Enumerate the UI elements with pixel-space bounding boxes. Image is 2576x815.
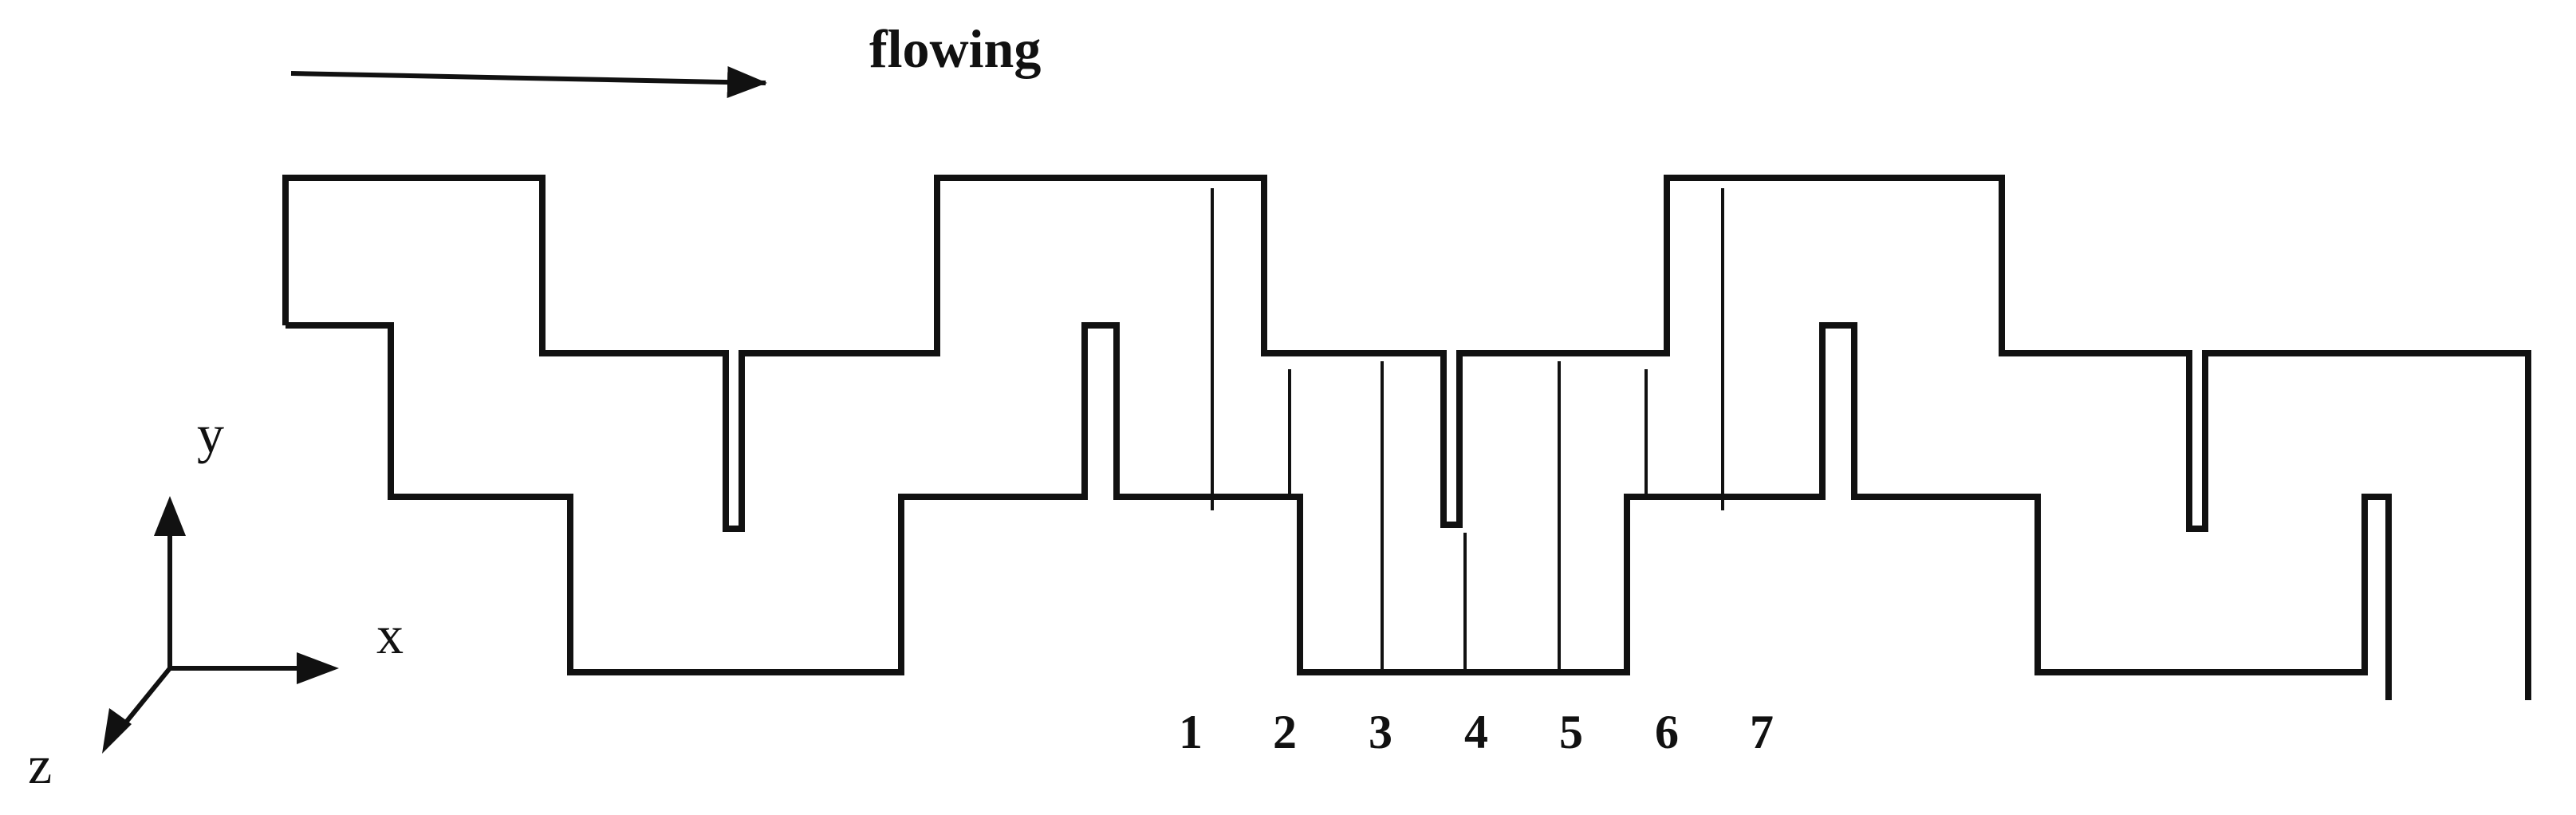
z-axis-label: z bbox=[28, 734, 53, 795]
x-axis-label: x bbox=[376, 604, 404, 665]
axes-icon bbox=[116, 517, 309, 734]
flow-label: flowing bbox=[869, 18, 1042, 79]
top-wall bbox=[282, 175, 2531, 700]
y-axis-arrowhead bbox=[154, 496, 186, 536]
section-label-3: 3 bbox=[1369, 706, 1392, 758]
section-label-7: 7 bbox=[1750, 706, 1774, 758]
x-axis-arrowhead bbox=[297, 652, 339, 684]
z-axis-arrowhead bbox=[102, 708, 132, 754]
section-label-1: 1 bbox=[1179, 706, 1203, 758]
section-label-4: 4 bbox=[1464, 706, 1488, 758]
section-label-2: 2 bbox=[1273, 706, 1297, 758]
flow-arrow bbox=[290, 66, 767, 99]
y-axis-label: y bbox=[197, 404, 224, 464]
section-lines bbox=[1211, 188, 1724, 672]
bottom-wall bbox=[286, 322, 2392, 700]
section-label-5: 5 bbox=[1559, 706, 1583, 758]
section-label-6: 6 bbox=[1655, 706, 1679, 758]
